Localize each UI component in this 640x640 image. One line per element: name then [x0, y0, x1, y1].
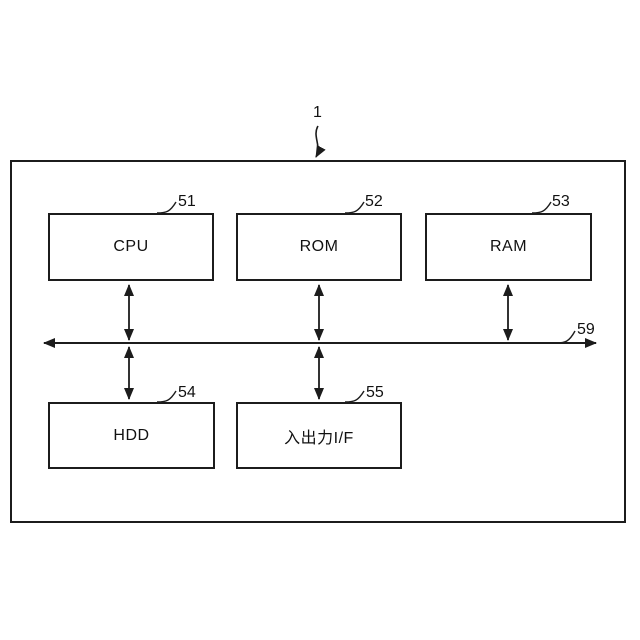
ram-block-label: RAM — [489, 238, 528, 255]
bus-ref-number: 59 — [577, 321, 595, 338]
hdd-ref-number: 54 — [178, 384, 196, 401]
rom-block-label: ROM — [299, 238, 339, 255]
hdd-block: HDD — [48, 402, 215, 469]
cpu-block: CPU — [48, 213, 214, 281]
ram-block: RAM — [425, 213, 592, 281]
io-block: 入出力I/F — [236, 402, 402, 469]
io-ref-number: 55 — [366, 384, 384, 401]
io-block-label: 入出力I/F — [284, 429, 354, 447]
rom-block: ROM — [236, 213, 402, 281]
ram-ref-number: 53 — [552, 193, 570, 210]
rom-ref-number: 52 — [365, 193, 383, 210]
cpu-ref-number: 51 — [178, 193, 196, 210]
cpu-block-label: CPU — [113, 238, 149, 255]
system-frame — [10, 160, 626, 523]
hdd-block-label: HDD — [113, 426, 150, 444]
figure-ref-leader — [315, 125, 326, 158]
figure-ref-number: 1 — [313, 104, 322, 121]
